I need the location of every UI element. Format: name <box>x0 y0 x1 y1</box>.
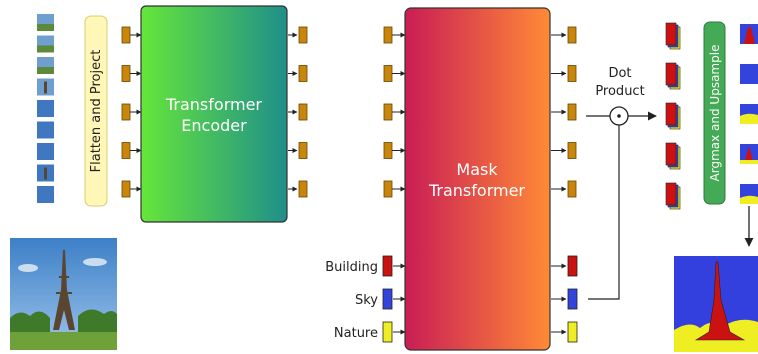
transformer-encoder-block: Transformer Encoder <box>140 5 288 223</box>
patch-token <box>288 103 308 121</box>
mask-stack-icon <box>665 62 681 90</box>
mask-transformer-label-line1: Mask <box>456 160 498 179</box>
class-label: Building <box>325 260 378 275</box>
patch-token <box>383 180 406 198</box>
patch-token <box>383 103 406 121</box>
image-patch-icon <box>37 164 54 182</box>
dot-product-label-line1: Dot <box>608 66 631 81</box>
flatten-project-block: Flatten and Project <box>84 15 108 207</box>
patch-token <box>551 180 577 198</box>
patch-token <box>551 142 577 159</box>
encoder-label-line1: Transformer <box>165 95 262 114</box>
image-patch-icon <box>37 14 54 31</box>
class-mask-icon <box>740 104 758 124</box>
mask-stack-icon <box>665 102 681 130</box>
class-mask-icons <box>740 24 758 204</box>
segmentation-output <box>674 256 758 352</box>
image-patch-icon <box>37 100 54 117</box>
patch-token <box>121 65 142 82</box>
class-token-sky: Sky <box>355 288 578 310</box>
image-patch-icon <box>37 78 54 96</box>
patch-token <box>383 142 406 159</box>
image-patch-icon <box>37 186 54 203</box>
mask-stack-group <box>665 22 681 210</box>
mask-stack-icon <box>665 182 681 210</box>
patch-token-groups <box>121 26 577 198</box>
class-mask-icon <box>740 144 758 164</box>
image-patch-icon <box>37 121 54 139</box>
class-mask-icon <box>740 24 758 44</box>
image-patch-icon <box>37 35 54 53</box>
class-token-building: Building <box>325 255 578 277</box>
image-patch-icon <box>37 57 54 74</box>
dot-product-group: Dot Product <box>586 66 657 300</box>
class-token-nature: Nature <box>334 321 578 343</box>
patch-token <box>551 65 577 82</box>
class-mask-icon <box>740 64 758 84</box>
dot-product-label-line2: Product <box>595 84 644 99</box>
encoder-label-line2: Encoder <box>181 116 247 135</box>
patch-token <box>121 180 142 198</box>
input-image <box>10 238 117 350</box>
mask-transformer-label-line2: Transformer <box>428 181 525 200</box>
patch-token <box>288 180 308 198</box>
mask-transformer-block: Mask Transformer <box>404 7 551 351</box>
patch-token <box>551 26 577 44</box>
patch-token <box>288 65 308 82</box>
patch-token <box>121 26 142 44</box>
image-patch-icon <box>37 143 54 160</box>
patch-token <box>121 103 142 121</box>
patch-token <box>383 65 406 82</box>
argmax-upsample-label: Argmax and Upsample <box>708 45 722 182</box>
image-patch-icons <box>37 14 54 203</box>
class-label: Nature <box>334 326 378 341</box>
patch-token <box>288 26 308 44</box>
patch-token <box>383 26 406 44</box>
patch-token <box>551 103 577 121</box>
argmax-upsample-block: Argmax and Upsample <box>703 21 726 205</box>
flatten-project-label: Flatten and Project <box>89 50 104 173</box>
mask-stack-icon <box>665 22 681 50</box>
class-label: Sky <box>355 293 378 308</box>
patch-token <box>121 142 142 159</box>
mask-stack-icon <box>665 142 681 170</box>
patch-token <box>288 142 308 159</box>
class-mask-icon <box>740 184 758 204</box>
